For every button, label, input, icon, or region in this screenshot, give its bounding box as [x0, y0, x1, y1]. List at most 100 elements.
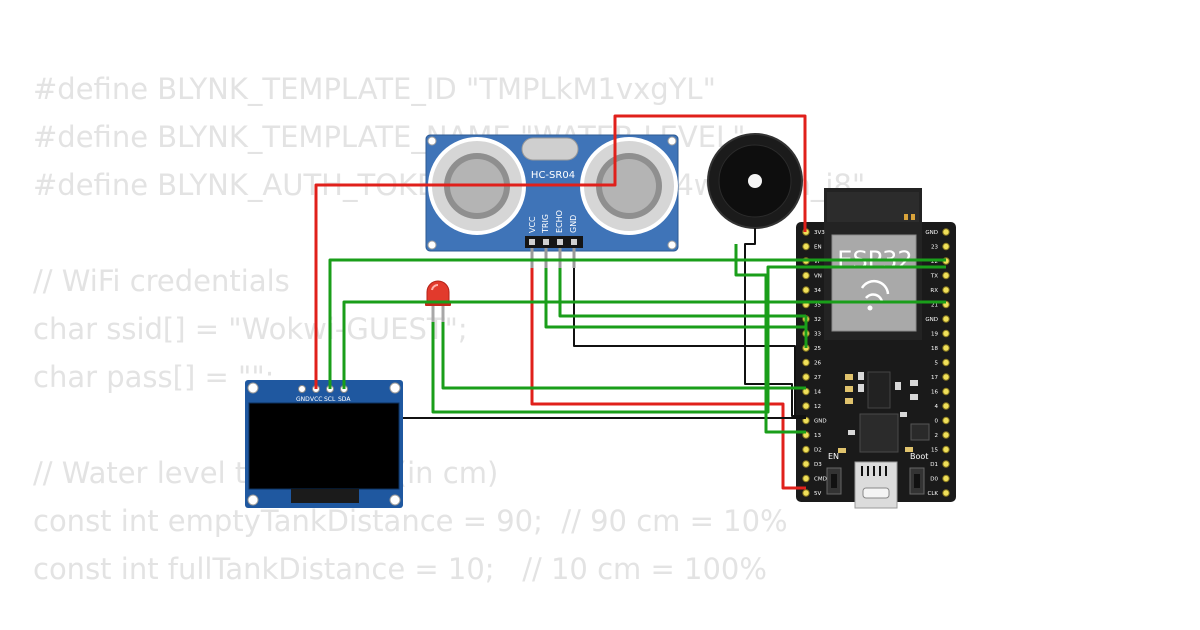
esp32-right-pin[interactable]: [942, 460, 950, 468]
esp32-left-pin[interactable]: [802, 271, 810, 280]
esp32-right-pin-label: D1: [930, 462, 938, 468]
oled-pin-label-vcc: VCC: [310, 396, 322, 403]
esp32-left-pin-label: D3: [814, 462, 822, 468]
wire-oled-sda: [342, 300, 946, 389]
esp32-right-pin[interactable]: [942, 329, 950, 338]
esp32-right-pin[interactable]: [942, 315, 950, 323]
sensor-model-label: HC-SR04: [531, 170, 575, 181]
esp32-left-pin-label: VN: [814, 274, 822, 280]
esp32-right-pin-label: 15: [931, 448, 938, 454]
esp32-left-pin-label: 14: [814, 390, 821, 396]
esp32-left-pin-label: EN: [814, 245, 822, 251]
espressif-logo-icon: [860, 279, 890, 311]
ultrasonic-sensor[interactable]: HC-SR04 VCC TRIG ECHO GND: [425, 134, 679, 252]
esp32-right-pin-label: CLK: [927, 491, 938, 497]
code-background: #define BLYNK_TEMPLATE_ID "TMPLkM1vxgYL"…: [33, 65, 865, 593]
wire-led-anode: [441, 322, 806, 390]
esp32-left-pin[interactable]: [802, 242, 810, 251]
esp32-right-pin[interactable]: [942, 286, 950, 294]
esp32-left-pin[interactable]: [802, 373, 810, 381]
esp32-left-pin[interactable]: [802, 358, 810, 367]
esp32-right-pin[interactable]: [942, 416, 950, 425]
esp32-right-pin[interactable]: [942, 402, 950, 410]
esp32-right-pin[interactable]: [942, 474, 950, 483]
wire-buzzer-signal: [734, 244, 806, 434]
sensor-pin-label-vcc: VCC: [528, 216, 537, 233]
esp32-right-pin-label: 22: [931, 259, 938, 265]
boot-button-label: Boot: [910, 452, 928, 461]
esp32-right-pin[interactable]: [942, 431, 950, 439]
esp32-right-pin-label: 5: [935, 361, 939, 367]
oled-pin-gnd: [298, 385, 306, 393]
code-line: // WiFi credentials: [33, 264, 290, 298]
esp32-right-pin-label: D0: [930, 477, 938, 483]
esp32-left-pin-label: GND: [814, 419, 827, 425]
esp32-right-pin[interactable]: [942, 242, 950, 251]
red-led[interactable]: [425, 280, 451, 322]
sensor-pin-label-echo: ECHO: [555, 210, 564, 233]
transducer-right: [580, 137, 678, 235]
esp32-left-pin-label: 25: [814, 346, 821, 352]
esp32-right-pin[interactable]: [942, 228, 950, 236]
esp32-right-pin-label: 23: [931, 245, 938, 251]
esp32-right-pin-label: 17: [931, 375, 938, 381]
esp32-right-pin-label: 0: [935, 419, 939, 425]
esp32-left-pin-label: 32: [814, 317, 821, 323]
oled-pin-label-sda: SDA: [338, 396, 351, 403]
code-line: char ssid[] = "Wokwi-GUEST";: [33, 312, 468, 346]
esp32-left-pin-label: 5V: [814, 491, 821, 497]
esp32-right-pin-label: TX: [930, 274, 938, 280]
esp32-left-pin[interactable]: [802, 474, 810, 483]
esp32-left-pin-label: 35: [814, 303, 821, 309]
sensor-pin-labels: VCC TRIG ECHO GND: [528, 210, 578, 234]
esp32-left-pin-label: VP: [814, 259, 822, 265]
esp32-left-pin-label: 34: [814, 288, 821, 294]
esp32-right-pin[interactable]: [942, 373, 950, 381]
esp32-left-pin[interactable]: [802, 286, 810, 294]
esp32-left-pin-label: 13: [814, 433, 821, 439]
esp32-right-pin[interactable]: [942, 387, 950, 396]
esp32-left-pin-label: 27: [814, 375, 821, 381]
oled-display[interactable]: GND VCC SCL SDA: [245, 380, 403, 508]
en-button-label: EN: [828, 452, 839, 461]
en-button[interactable]: [826, 467, 842, 495]
wire-led-cathode: [431, 265, 946, 414]
esp32-right-pin[interactable]: [942, 445, 950, 454]
boot-button[interactable]: [909, 467, 925, 495]
esp32-right-pin[interactable]: [942, 271, 950, 280]
buzzer[interactable]: [707, 133, 803, 229]
esp32-left-pin-label: 12: [814, 404, 821, 410]
sensor-pin-label-trig: TRIG: [541, 214, 550, 234]
esp32-right-pin-label: 2: [935, 433, 939, 439]
esp32-left-pin-label: CMD: [814, 477, 827, 483]
esp32-left-pin[interactable]: [802, 402, 810, 410]
sensor-pin-label-gnd: GND: [569, 215, 578, 233]
esp32-left-pin-label: D2: [814, 448, 822, 454]
wire-buzzer-gnd: [744, 228, 806, 417]
esp32-board[interactable]: ESP32 EN: [796, 188, 956, 509]
esp32-module: ESP32: [824, 188, 922, 340]
esp32-right-pin[interactable]: [942, 344, 950, 352]
esp32-right-pin[interactable]: [942, 489, 950, 497]
esp32-right-pin-label: GND: [925, 230, 938, 236]
esp32-left-pin[interactable]: [802, 445, 810, 454]
esp32-right-pin-label: 16: [931, 390, 938, 396]
esp32-left-pin[interactable]: [802, 460, 810, 468]
esp32-right-pin-label: 21: [931, 303, 938, 309]
esp32-right-pin-label: GND: [925, 317, 938, 323]
esp32-left-pin[interactable]: [802, 489, 810, 497]
esp32-right-pin-label: 18: [931, 346, 938, 352]
code-line: const int fullTankDistance = 10; // 10 c…: [33, 552, 767, 586]
esp32-left-pin-label: 33: [814, 332, 821, 338]
oled-pin-label-gnd: GND: [296, 396, 310, 403]
esp32-right-pin-label: 4: [935, 404, 939, 410]
code-line: const int emptyTankDistance = 90; // 90 …: [33, 504, 788, 538]
wire-sensor-trig: [544, 268, 806, 329]
esp32-right-pin-label: RX: [930, 288, 938, 294]
esp32-right-pin[interactable]: [942, 358, 950, 367]
wire-oled-vcc: [314, 114, 807, 389]
wire-oled-scl: [328, 258, 946, 389]
wire-sensor-vcc: [530, 268, 806, 490]
